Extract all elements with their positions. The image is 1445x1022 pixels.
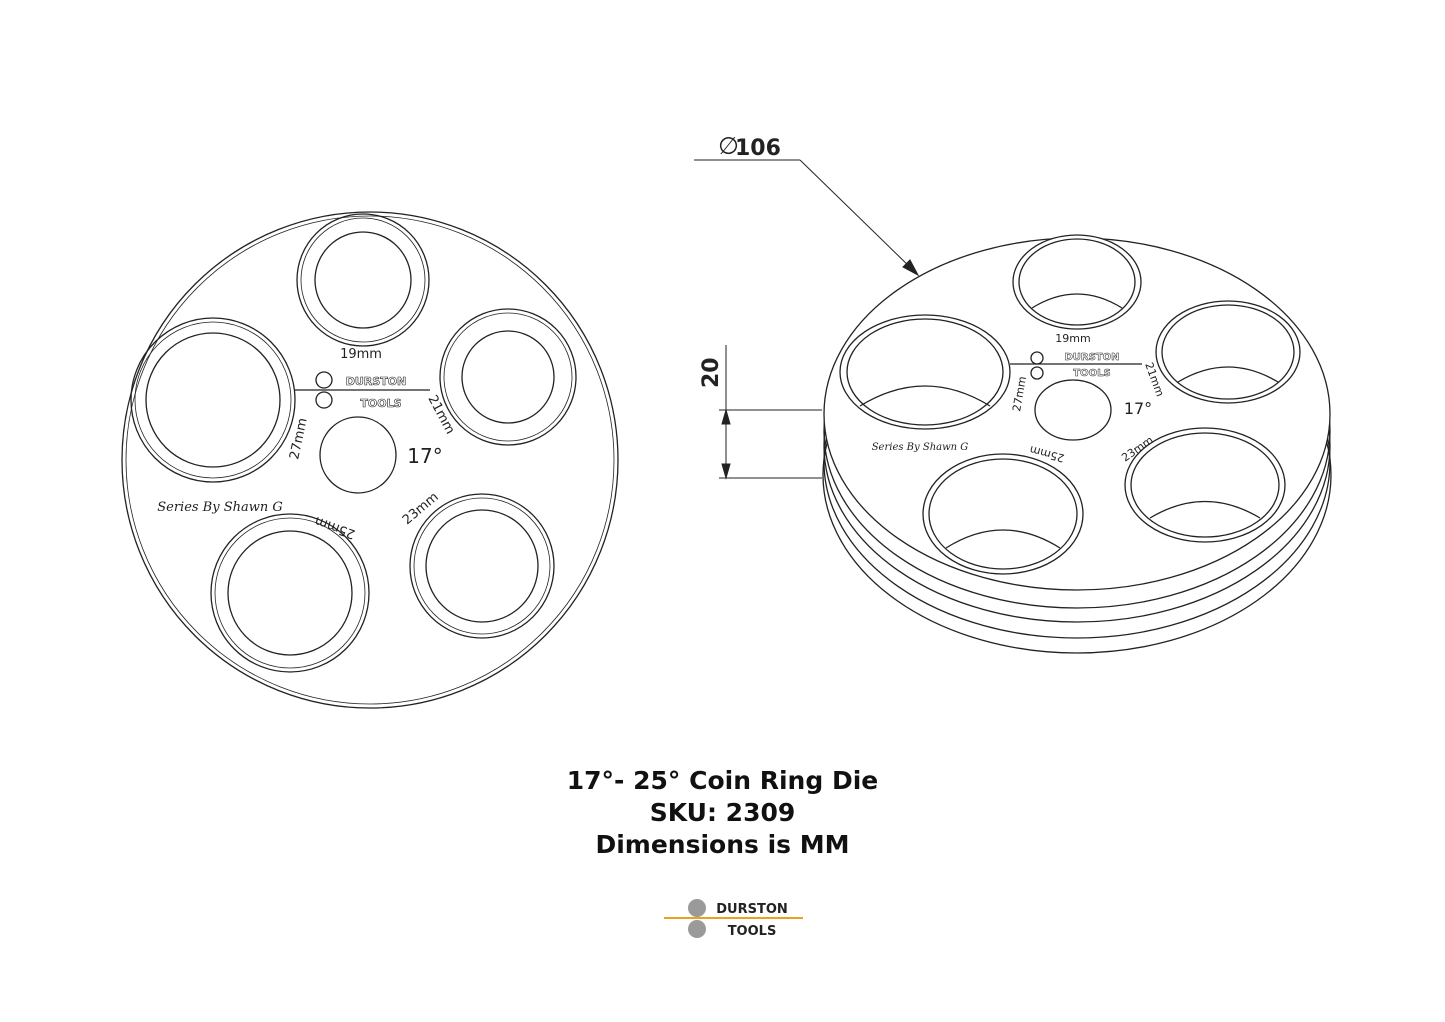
pocket-21mm <box>439 308 577 446</box>
iso-label-19mm: 19mm <box>1055 332 1090 345</box>
logo-word-bottom: TOOLS <box>728 924 777 939</box>
label-signature: Series By Shawn G <box>157 500 283 515</box>
die-outline <box>121 211 619 709</box>
iso-label-angle: 17° <box>1124 399 1152 418</box>
caption-title: 17°- 25° Coin Ring Die <box>566 766 879 795</box>
diameter-value: 106 <box>735 136 781 161</box>
pocket-25mm <box>210 513 370 673</box>
iso-label-brand-bottom: TOOLS <box>1073 368 1110 379</box>
height-dimension <box>719 345 822 480</box>
iso-brand-engraving <box>1010 351 1142 380</box>
die-iso-view <box>822 234 1332 654</box>
pocket-27mm <box>130 317 296 483</box>
iso-center-hole <box>1034 379 1112 441</box>
label-brand-bottom: TOOLS <box>360 397 401 410</box>
center-hole <box>319 416 397 494</box>
label-23mm: 23mm <box>400 490 442 528</box>
iso-pocket-23mm <box>1124 427 1286 543</box>
label-brand-top: DURSTON <box>346 375 407 388</box>
iso-label-brand-top: DURSTON <box>1064 352 1119 363</box>
pocket-23mm <box>409 493 555 639</box>
diameter-dimension <box>694 159 920 277</box>
iso-pocket-27mm <box>839 314 1011 430</box>
logo-word-top: DURSTON <box>716 902 788 917</box>
iso-pocket-19mm <box>1012 234 1142 330</box>
brand-engraving <box>294 371 430 409</box>
pocket-19mm <box>296 213 430 347</box>
die-top-view <box>121 211 619 709</box>
diameter-symbol: ∅ <box>718 132 739 160</box>
iso-label-signature: Series By Shawn G <box>872 442 969 453</box>
label-21mm: 21mm <box>424 393 457 437</box>
label-25mm: 25mm <box>313 513 357 541</box>
logo-dot-top <box>688 899 706 917</box>
label-19mm: 19mm <box>340 347 382 362</box>
logo-dot-bottom <box>688 920 706 938</box>
iso-pocket-25mm <box>922 453 1084 575</box>
caption-sku: SKU: 2309 <box>649 798 796 827</box>
footer-logo: DURSTON TOOLS <box>664 899 803 939</box>
iso-pocket-21mm <box>1155 300 1301 404</box>
height-value: 20 <box>699 357 724 388</box>
label-angle: 17° <box>407 444 442 468</box>
label-27mm: 27mm <box>287 417 310 461</box>
caption-units: Dimensions is MM <box>595 830 850 859</box>
iso-label-27mm: 27mm <box>1010 375 1029 412</box>
